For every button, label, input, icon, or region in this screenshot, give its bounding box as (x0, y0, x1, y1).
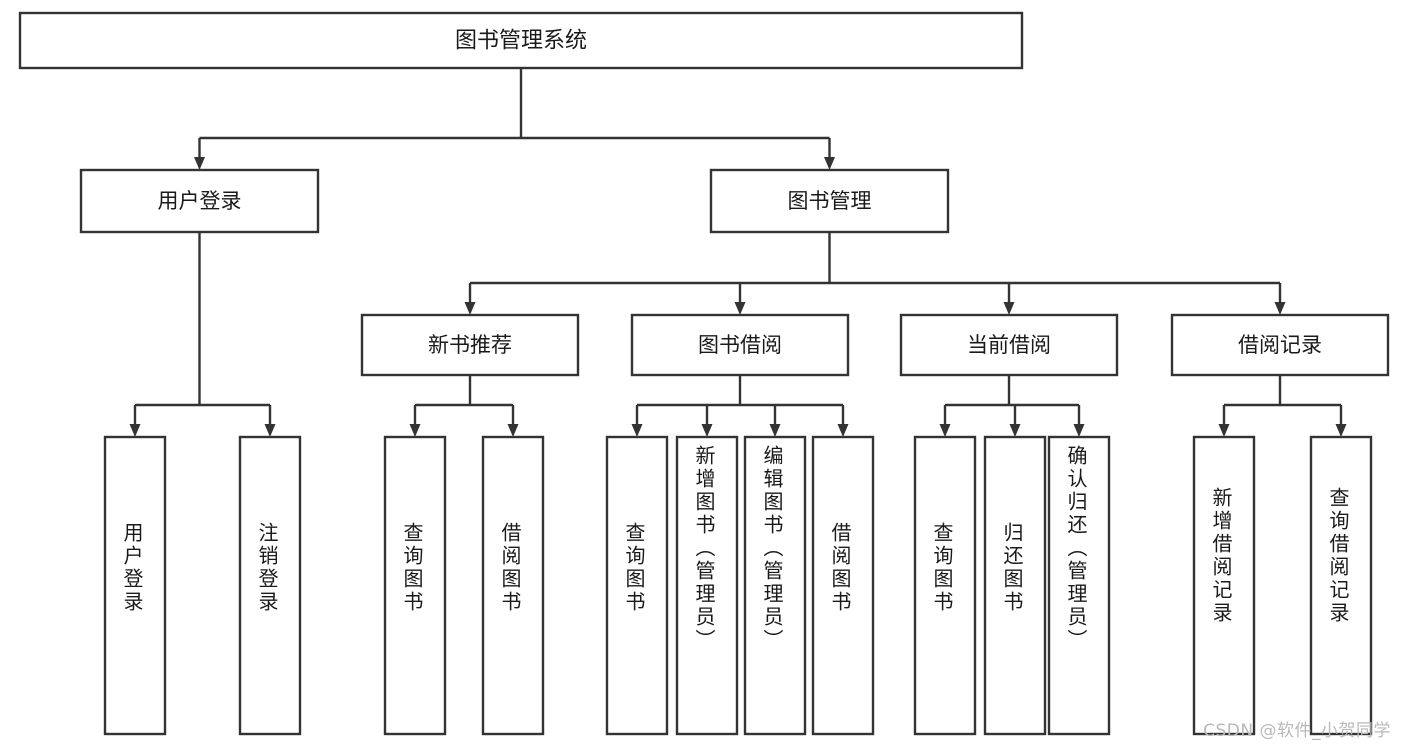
node-leaf-query-book-current-box[interactable] (913, 435, 977, 736)
node-leaf-confirm-return-admin[interactable] (1047, 435, 1111, 736)
arrow-head-leaf-logout (264, 424, 276, 437)
node-leaf-return-book[interactable] (983, 435, 1047, 736)
arrow-head-leaf-add-book-admin (701, 424, 713, 437)
node-book-borrow-label: 图书借阅 (698, 333, 782, 357)
node-leaf-borrow-book[interactable] (811, 435, 875, 736)
arrow-head-leaf-borrow-book-recommend (507, 424, 519, 437)
node-leaf-query-book-borrow-box[interactable] (605, 435, 669, 736)
node-leaf-logout-box[interactable] (238, 435, 302, 736)
node-root-box[interactable] (18, 11, 1024, 70)
node-leaf-user-login[interactable] (103, 435, 167, 736)
node-current-borrow[interactable]: 当前借阅 (899, 313, 1119, 377)
node-user-login-label: 用户登录 (158, 189, 242, 213)
arrow-head-leaf-confirm-return-admin (1073, 424, 1085, 437)
node-leaf-borrow-book-recommend-box[interactable] (481, 435, 545, 736)
node-book-borrow[interactable]: 图书借阅 (630, 313, 850, 377)
node-leaf-borrow-book-recommend[interactable] (481, 435, 545, 736)
node-root-label: 图书管理系统 (455, 29, 587, 54)
node-leaf-return-book-box[interactable] (983, 435, 1047, 736)
node-borrow-record-box[interactable] (1170, 313, 1390, 377)
node-leaf-query-book-recommend-box[interactable] (383, 435, 447, 736)
arrow-head-leaf-add-borrow-record (1218, 424, 1230, 437)
node-borrow-record[interactable]: 借阅记录 (1170, 313, 1390, 377)
arrow-head-leaf-return-book (1009, 424, 1021, 437)
arrow-head-leaf-query-book-recommend (409, 424, 421, 437)
arrow-head-current-borrow (1003, 302, 1015, 315)
node-leaf-edit-book-admin-box[interactable] (743, 435, 807, 736)
node-new-book-recommend-box[interactable] (360, 313, 580, 377)
node-borrow-record-label: 借阅记录 (1238, 333, 1322, 357)
node-leaf-add-book-admin-box[interactable] (675, 435, 739, 736)
node-current-borrow-box[interactable] (899, 313, 1119, 377)
arrow-head-book-borrow (734, 302, 746, 315)
node-new-book-recommend-label: 新书推荐 (428, 333, 512, 357)
arrow-head-leaf-query-book-current (939, 424, 951, 437)
arrow-head-book-management (824, 157, 835, 170)
node-root[interactable]: 图书管理系统 (18, 11, 1024, 70)
node-book-management-label: 图书管理 (788, 189, 872, 213)
node-leaf-add-borrow-record[interactable] (1192, 435, 1256, 736)
node-leaf-query-borrow-record-box[interactable] (1309, 435, 1373, 736)
watermark-text: CSDN @软件_小贺同学 (1203, 721, 1391, 741)
arrow-head-leaf-user-login (129, 424, 141, 437)
node-leaf-query-borrow-record[interactable] (1309, 435, 1373, 736)
node-user-login[interactable]: 用户登录 (79, 168, 320, 234)
node-leaf-query-book-current[interactable] (913, 435, 977, 736)
arrow-head-leaf-query-book-borrow (631, 424, 643, 437)
node-book-borrow-box[interactable] (630, 313, 850, 377)
arrow-head-leaf-query-borrow-record (1335, 424, 1347, 437)
node-leaf-edit-book-admin[interactable] (743, 435, 807, 736)
connectors-layer (129, 68, 1347, 437)
node-leaf-borrow-book-box[interactable] (811, 435, 875, 736)
node-leaf-query-book-recommend[interactable] (383, 435, 447, 736)
node-leaf-query-book-borrow[interactable] (605, 435, 669, 736)
node-leaf-add-borrow-record-box[interactable] (1192, 435, 1256, 736)
arrow-head-leaf-borrow-book (837, 424, 849, 437)
arrow-head-leaf-edit-book-admin (769, 424, 781, 437)
node-book-management-box[interactable] (709, 168, 950, 234)
node-user-login-box[interactable] (79, 168, 320, 234)
node-leaf-add-book-admin[interactable] (675, 435, 739, 736)
node-leaf-logout[interactable] (238, 435, 302, 736)
arrow-head-user-login (194, 157, 205, 170)
node-leaf-user-login-box[interactable] (103, 435, 167, 736)
node-leaf-confirm-return-admin-box[interactable] (1047, 435, 1111, 736)
node-book-management[interactable]: 图书管理 (709, 168, 950, 234)
arrow-head-new-book-recommend (464, 302, 476, 315)
node-current-borrow-label: 当前借阅 (967, 333, 1051, 357)
arrow-head-borrow-record (1274, 302, 1286, 315)
node-new-book-recommend[interactable]: 新书推荐 (360, 313, 580, 377)
